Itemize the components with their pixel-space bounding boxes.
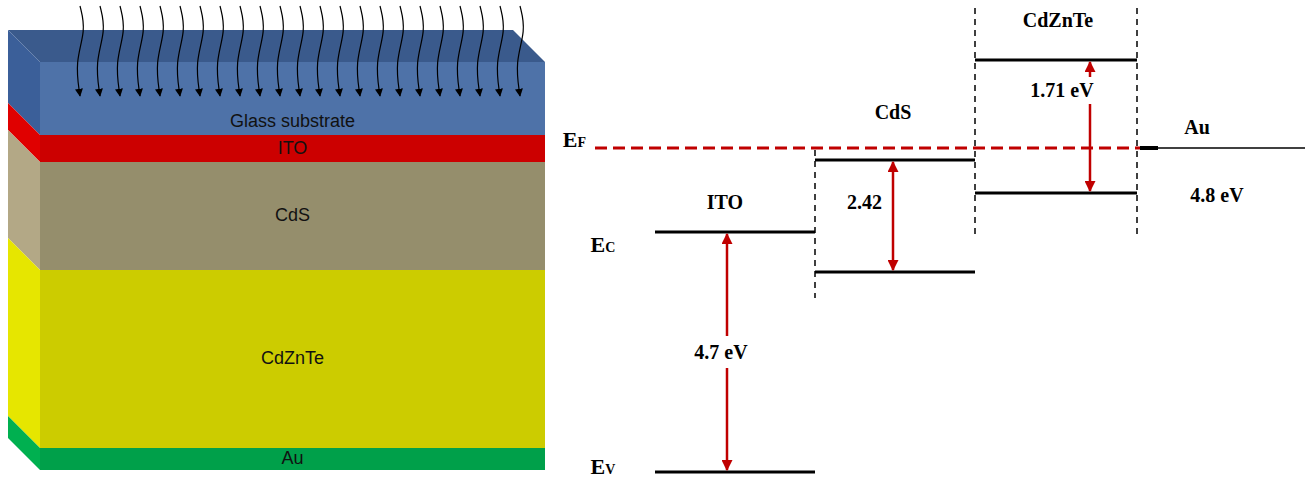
light-ray (397, 6, 403, 96)
light-ray (217, 6, 223, 96)
fermi-level (595, 147, 1140, 150)
layer-name: ITO (278, 139, 308, 159)
light-ray (117, 6, 123, 96)
light-ray (357, 6, 363, 96)
light-ray (477, 6, 483, 96)
au-front-face (40, 448, 545, 470)
band-edge (815, 271, 975, 274)
light-ray (417, 6, 423, 96)
metal-level (1158, 147, 1305, 149)
gap-arrow (892, 216, 895, 270)
layer-name: Glass substrate (230, 112, 355, 132)
light-ray (517, 6, 523, 96)
gap-arrow (1089, 104, 1092, 191)
light-ray (177, 6, 183, 96)
band-label: Au (1184, 116, 1210, 139)
cdznte-side-face (8, 238, 40, 448)
light-ray (237, 6, 243, 96)
light-ray (337, 6, 343, 96)
light-ray (257, 6, 263, 96)
cdznte-front-face (40, 270, 545, 448)
band-edge (975, 59, 1137, 62)
light-ray (317, 6, 323, 96)
layer-face: Au (40, 448, 545, 470)
band-edge (975, 192, 1137, 195)
band-label: EC (591, 232, 616, 257)
light-ray (157, 6, 163, 96)
band-label: 4.8 eV (1190, 184, 1243, 207)
ito-front-face (40, 135, 545, 162)
au-side-face (8, 416, 40, 470)
interface-line (1136, 8, 1138, 234)
layer-name: Au (281, 449, 303, 469)
light-ray (497, 6, 503, 96)
band-edge (655, 231, 815, 234)
band-label: EV (591, 454, 616, 479)
metal-level (1140, 146, 1158, 150)
gap-arrow (726, 234, 729, 336)
light-rays (77, 6, 523, 96)
band-label: 1.71 eV (1030, 79, 1093, 102)
light-ray (457, 6, 463, 96)
light-ray (437, 6, 443, 96)
band-label: 4.7 eV (694, 341, 747, 364)
layer-face: CdS (40, 162, 545, 270)
band-edge (655, 471, 815, 474)
band-label: 2.42 (847, 191, 882, 214)
band-label: ITO (707, 191, 743, 214)
glass-top-face (8, 30, 545, 62)
band-edge (815, 159, 975, 162)
layer-name: CdZnTe (261, 349, 324, 369)
light-ray (297, 6, 303, 96)
light-ray (277, 6, 283, 96)
layer-name: CdS (275, 206, 310, 226)
light-ray (137, 6, 143, 96)
band-label: CdS (875, 101, 912, 124)
light-ray (377, 6, 383, 96)
layer-face: Glass substrate (40, 62, 545, 135)
light-ray (77, 6, 83, 96)
layer-face: CdZnTe (40, 270, 545, 448)
glass-front-face (40, 62, 545, 135)
interface-line (974, 8, 976, 234)
light-ray (197, 6, 203, 96)
gap-arrow (1089, 62, 1092, 77)
gap-arrow (726, 368, 729, 470)
cds-front-face (40, 162, 545, 270)
band-label: EF (563, 127, 586, 152)
interface-line (814, 150, 816, 298)
gap-arrow (892, 162, 895, 216)
layer-face: ITO (40, 135, 545, 162)
band-label: CdZnTe (1023, 9, 1093, 32)
light-ray (97, 6, 103, 96)
